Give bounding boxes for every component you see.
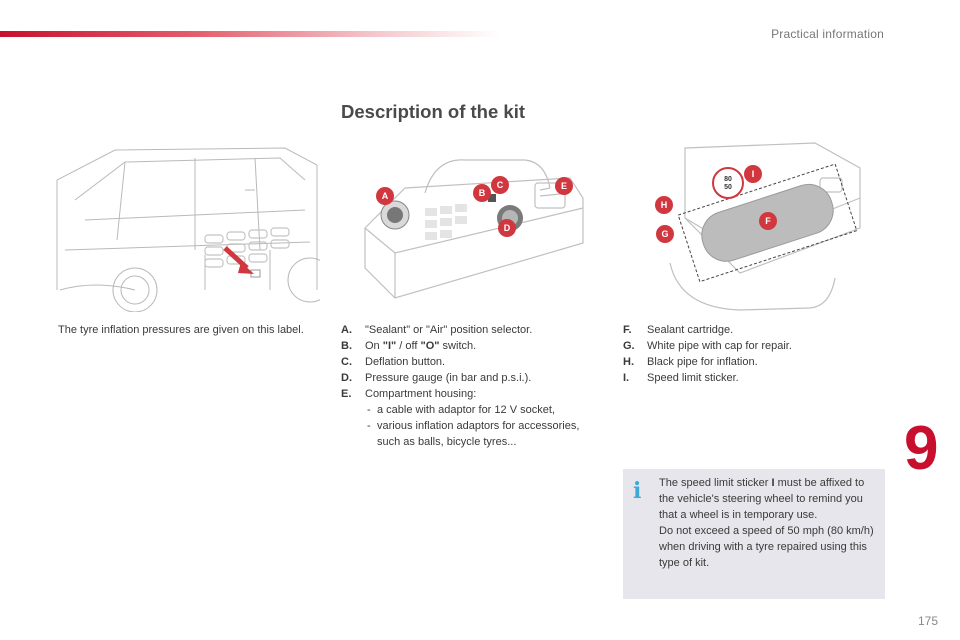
list-item: C.Deflation button.: [341, 356, 446, 368]
callout-h: H: [661, 200, 668, 210]
list-item: B.On "I" / off "O" switch.: [341, 340, 477, 352]
list-item: H.Black pipe for inflation.: [623, 356, 758, 368]
callout-b: B: [479, 188, 486, 198]
list-item: A."Sealant" or "Air" position selector.: [341, 324, 533, 336]
info-icon: i: [633, 478, 642, 504]
callout-d: D: [504, 223, 511, 233]
section-title: Practical information: [771, 27, 884, 41]
off-switch-label: "O": [420, 340, 440, 352]
sub-item: various inflation adaptors for accessori…: [365, 418, 586, 450]
kit-parts-list-a: A."Sealant" or "Air" position selector. …: [341, 322, 586, 450]
info-box: i The speed limit sticker I must be affi…: [623, 469, 885, 599]
page-number: 175: [917, 614, 938, 628]
callout-f: F: [765, 216, 771, 226]
callout-e: E: [561, 181, 567, 191]
callout-a: A: [382, 191, 389, 201]
car-illustration: [56, 147, 320, 312]
sticker-bottom-value: 50: [724, 184, 732, 191]
callout-i: I: [752, 169, 755, 179]
info-text: The speed limit sticker I must be affixe…: [659, 477, 874, 569]
callout-g: G: [661, 229, 668, 239]
callout-c: C: [497, 180, 504, 190]
page-title: Description of the kit: [341, 101, 525, 122]
speed-sticker: [712, 167, 744, 199]
chapter-number: 9: [904, 414, 939, 483]
list-item: D.Pressure gauge (in bar and p.s.i.).: [341, 372, 532, 384]
sticker-top-value: 80: [724, 176, 732, 183]
kit-parts-list-f: F.Sealant cartridge. G.White pipe with c…: [623, 322, 863, 386]
sub-item: a cable with adaptor for 12 V socket,: [365, 402, 586, 418]
header-accent-bar: [0, 31, 500, 37]
kit-bottom-illustration: 80 50 I F H G: [655, 142, 861, 311]
list-item: G.White pipe with cap for repair.: [623, 340, 792, 352]
on-switch-label: "I": [382, 340, 397, 352]
arrow-icon: [238, 262, 254, 274]
sticker-ref: I: [771, 477, 775, 489]
list-item: I.Speed limit sticker.: [623, 372, 739, 384]
car-caption: The tyre inflation pressures are given o…: [58, 324, 304, 336]
list-item: F.Sealant cartridge.: [623, 324, 734, 336]
list-item: E.Compartment housing: a cable with adap…: [341, 386, 586, 450]
kit-top-illustration: A B C D E: [364, 159, 584, 299]
